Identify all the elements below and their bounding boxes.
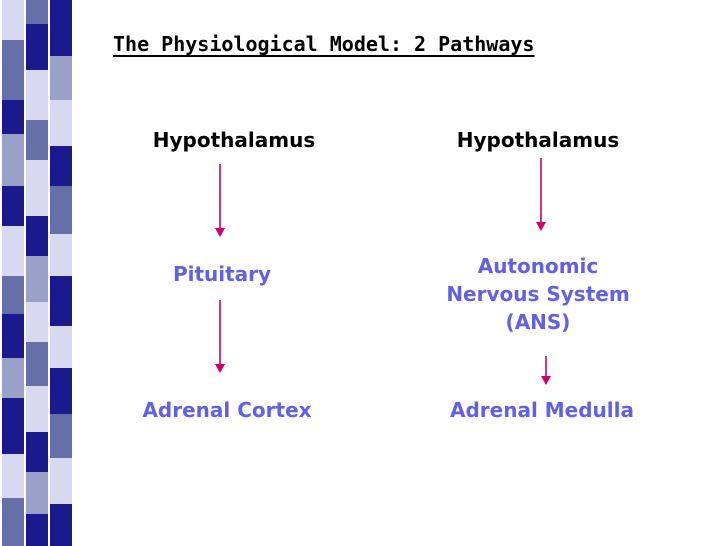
arrow-pituitary-to-cortex [215,300,225,373]
arrow-ans-to-medulla [541,356,551,385]
pituitary-node: Pituitary [172,262,272,286]
adrenal-cortex-node: Adrenal Cortex [142,398,312,422]
decorative-side-pattern [0,0,80,546]
ans-node: Autonomic Nervous System (ANS) [418,252,658,336]
arrow-hypothalamus-to-pituitary [215,164,225,237]
left-hypothalamus-node: Hypothalamus [152,128,316,152]
ans-line-2: Nervous System [446,282,630,306]
ans-line-3: (ANS) [505,310,571,334]
slide-title: The Physiological Model: 2 Pathways [113,32,535,56]
right-hypothalamus-node: Hypothalamus [456,128,620,152]
ans-line-1: Autonomic [477,254,599,278]
arrow-hypothalamus-to-ans [536,158,546,231]
adrenal-medulla-node: Adrenal Medulla [449,398,634,422]
